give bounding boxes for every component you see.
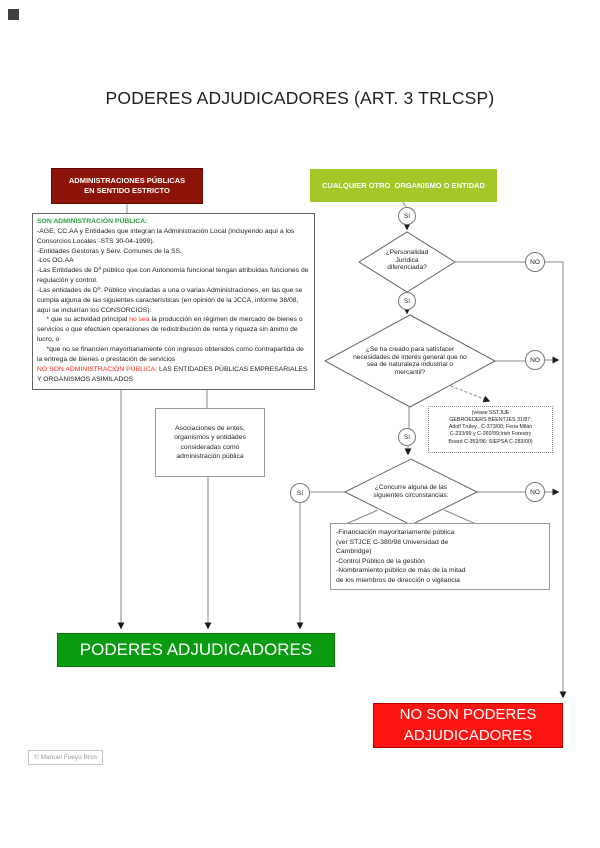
- yes-connector-3: Sí: [398, 428, 416, 446]
- yes-connector-4: Sí: [290, 483, 310, 503]
- connector-hdrright-si1: [402, 201, 407, 208]
- yes-connector-2: Sí: [398, 292, 416, 310]
- connector-d3-criteria-left: [345, 509, 379, 525]
- text-segment-red: NO SON ADMINISTRACIÓN PÚBLICA: [37, 365, 156, 373]
- decision-label-circunstancias: ¿Concurre alguna de las siguientes circu…: [373, 484, 449, 499]
- copyright-note: © Manuel Fueyo Bros: [28, 750, 103, 765]
- page-title: PODERES ADJUDICADORES (ART. 3 TRLCSP): [105, 88, 495, 108]
- asociaciones-label: Asociaciones de entes, organismos y enti…: [174, 425, 246, 460]
- text-segment-black: : LAS ENTIDADES PÚBLICAS EMPRESARIALES Y…: [37, 365, 310, 383]
- connector-no1-wall-redbox: [545, 261, 567, 699]
- son-administracion-publica-box: SON ADMINISTRACIÓN PÚBLICA: -AGE, CC.AA …: [32, 213, 315, 390]
- text-segment-black: -AGE, CC.AA y Entidades que integran la …: [37, 227, 309, 324]
- header-cualquier-otro-organismo: CUALQUIER OTRO ORGANISMO O ENTIDAD: [310, 169, 497, 202]
- page-corner-artifact: [8, 9, 19, 20]
- connector-d3-criteria-right: [443, 509, 477, 525]
- asociaciones-box: Asociaciones de entes, organismos y enti…: [155, 408, 265, 477]
- result-negative-label: NO SON PODERES ADJUDICADORES: [399, 706, 537, 744]
- text-segment-red: no sea: [129, 316, 150, 324]
- criteria-box: -Financiación mayoritariamente pública (…: [330, 523, 550, 590]
- text-segment-green: SON ADMINISTRACIÓN PÚBLICA:: [37, 218, 148, 225]
- result-poderes-adjudicadores: PODERES ADJUDICADORES: [57, 633, 335, 667]
- no-connector-3: NO: [525, 482, 545, 502]
- text-segment-black: la producción en régimen de mercado de b…: [37, 316, 304, 363]
- header-right-label: CUALQUIER OTRO ORGANISMO O ENTIDAD: [322, 180, 485, 190]
- stjue-case-law-note: (véase SSTJUE GEBROEDERS BEENTJES 31/87;…: [428, 406, 553, 453]
- connector-d2-stjuenote-dashed: [445, 383, 491, 403]
- header-administraciones-publicas: ADMINISTRACIONES PÚBLICAS EN SENTIDO EST…: [51, 168, 203, 204]
- decision-label-personalidad: ¿Personalidad Jurídica diferenciada?: [385, 249, 429, 272]
- decision-diamond-interes-general: [323, 314, 497, 408]
- yes-connector-1: Sí: [398, 207, 416, 225]
- result-positive-label: PODERES ADJUDICADORES: [79, 640, 313, 659]
- decision-diamond-circunstancias: [343, 458, 479, 526]
- no-connector-2: NO: [525, 350, 545, 370]
- result-no-son-poderes-adjudicadores: NO SON PODERES ADJUDICADORES: [373, 703, 563, 748]
- decision-label-interes-general: ¿Se ha creado para satisfacer necesidade…: [353, 346, 467, 376]
- no-connector-1: NO: [525, 252, 545, 272]
- header-left-label: ADMINISTRACIONES PÚBLICAS EN SENTIDO EST…: [68, 176, 186, 195]
- decision-diamond-personalidad: [358, 231, 456, 293]
